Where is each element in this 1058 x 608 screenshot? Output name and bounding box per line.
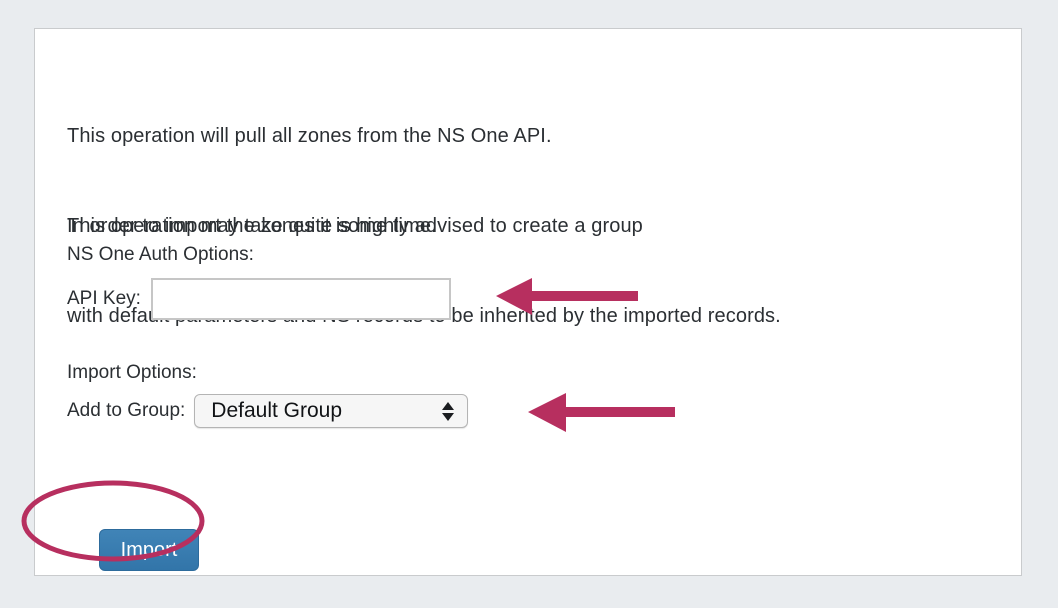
import-options-heading: Import Options:	[67, 362, 197, 383]
add-to-group-row: Add to Group: Default Group	[67, 394, 469, 428]
import-button[interactable]: Import	[99, 529, 199, 571]
chevron-up-icon	[441, 401, 454, 410]
add-to-group-selected-value: Default Group	[211, 399, 343, 422]
import-zones-panel: This operation will pull all zones from …	[34, 28, 1022, 576]
advice-paragraph: In order to import the zones it is highl…	[67, 151, 781, 391]
stepper-arrows-icon	[441, 398, 454, 424]
api-key-input[interactable]	[150, 278, 451, 320]
advice-line-1: In order to import the zones it is highl…	[67, 215, 643, 237]
add-to-group-select[interactable]: Default Group	[194, 394, 469, 428]
api-key-row: API Key:	[67, 278, 451, 320]
chevron-down-icon	[441, 412, 454, 421]
api-key-label: API Key:	[67, 288, 141, 309]
auth-options-heading: NS One Auth Options:	[67, 244, 254, 265]
intro-paragraph: This operation will pull all zones from …	[67, 61, 552, 301]
intro-line-2: This operation may take quite some time.	[67, 215, 437, 237]
add-to-group-label: Add to Group:	[67, 400, 186, 421]
intro-line-1: This operation will pull all zones from …	[67, 125, 552, 147]
